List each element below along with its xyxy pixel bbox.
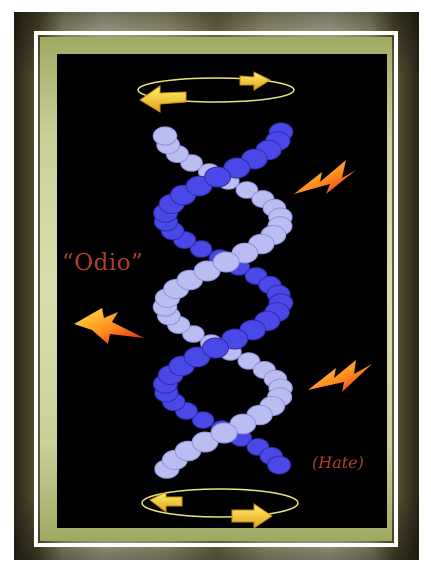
rotation-arrows-icon (142, 489, 298, 528)
strand-bead-light (153, 127, 177, 145)
lightning-bolt-icon (74, 308, 144, 344)
strand-bead-light (211, 423, 237, 443)
lightning-bolt-icon (308, 360, 372, 392)
strand-bead-dark (205, 167, 231, 187)
helix-strands (153, 123, 293, 478)
hate-label: (Hate) (312, 453, 364, 472)
strand-bead-dark (203, 338, 229, 358)
rotation-arrows-icon (138, 72, 294, 112)
strand-bead-light (213, 252, 239, 272)
lightning-bolt-icon (294, 160, 356, 194)
strand-bead-dark (268, 456, 291, 474)
odio-label: “Odio” (62, 250, 143, 276)
